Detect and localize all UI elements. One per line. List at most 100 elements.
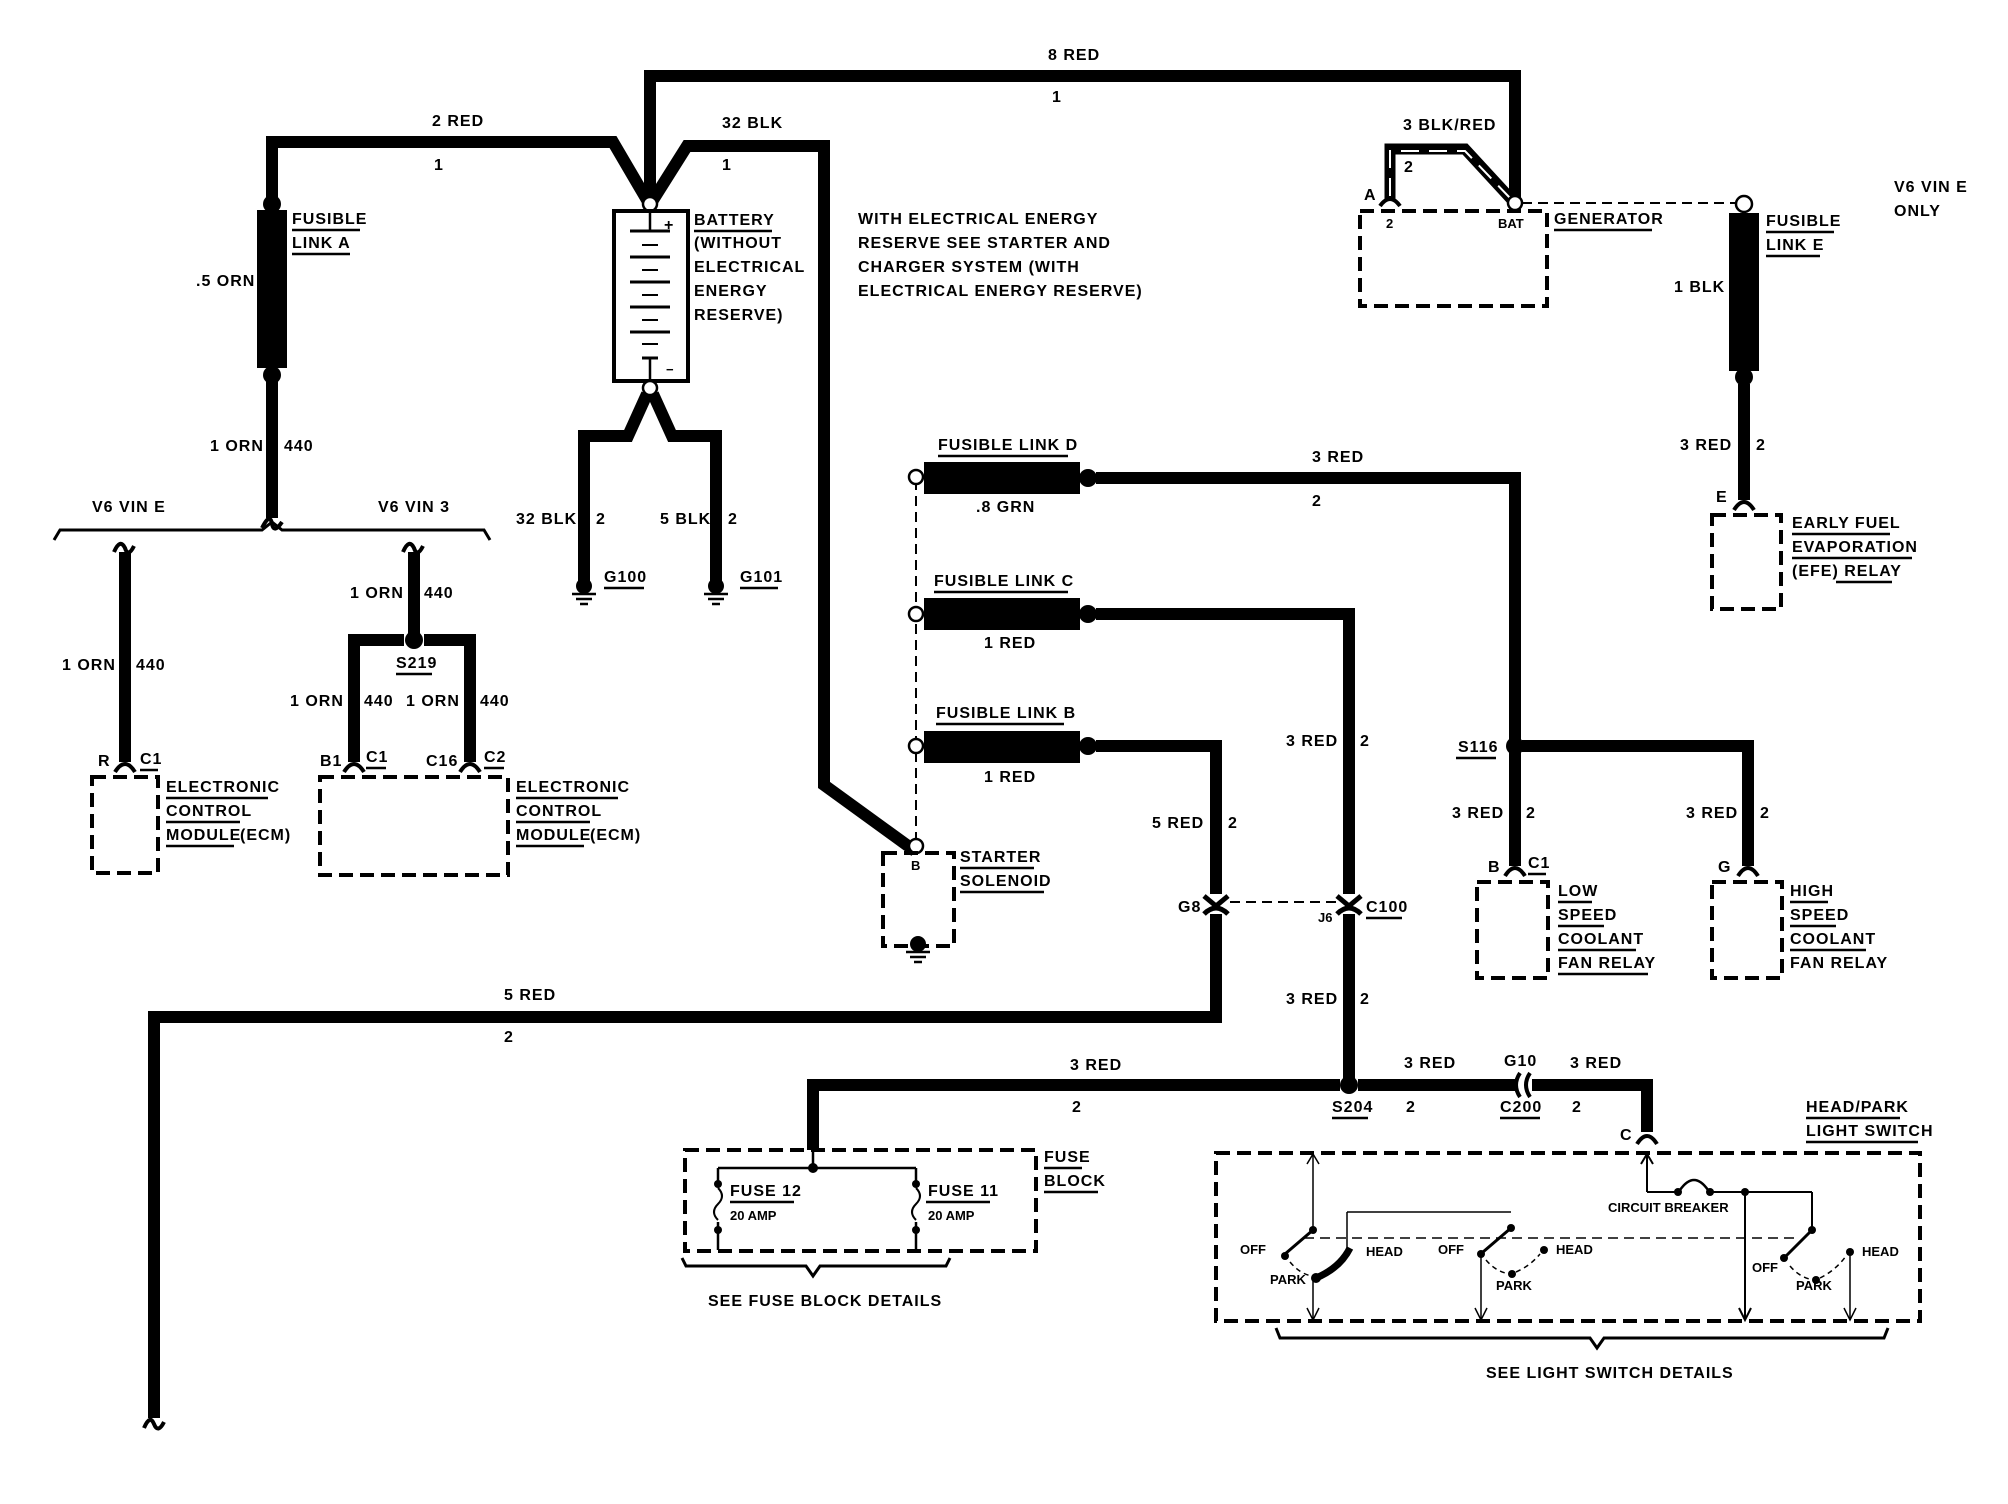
- wire-label-c100-upper: 3 RED: [1286, 733, 1338, 750]
- low-fan-relay-label: LOW SPEED COOLANT FAN RELAY: [1558, 883, 1656, 976]
- fusible-link-e-label-2: LINK E: [1766, 237, 1824, 254]
- wire-circuit-high-fan: 2: [1760, 805, 1770, 822]
- wire-label-g8-upper: 5 RED: [1152, 815, 1204, 832]
- high-fan-relay-pin: G: [1718, 859, 1731, 876]
- wire-circuit-fl-d: 2: [1312, 493, 1322, 510]
- fusible-link-b-label: FUSIBLE LINK B: [936, 705, 1076, 722]
- fuse-block-details-bracket: [680, 1257, 952, 1279]
- high-fan-relay-label-line: HIGH: [1790, 883, 1834, 900]
- ecm-right-connector-1: C1: [366, 749, 388, 766]
- wire-3-blk-red-stripe: [1389, 150, 1511, 199]
- wire-5-blk-g101: [647, 391, 722, 586]
- wire-label-c100-lower: 3 RED: [1286, 991, 1338, 1008]
- ecm-right-label-line: (ECM): [590, 827, 641, 844]
- wire-label-fl-b-1-red: 1 RED: [984, 769, 1036, 786]
- vin-option-bracket: [52, 520, 492, 541]
- battery-label-line: RESERVE): [694, 307, 784, 324]
- fusible-link-c-input: [907, 605, 925, 623]
- wire-label-low-fan: 3 RED: [1452, 805, 1504, 822]
- wire-circuit-g101: 2: [728, 511, 738, 528]
- low-fan-relay-pin: B: [1488, 859, 1501, 876]
- wire-circuit-c100-upper: 2: [1360, 733, 1370, 750]
- wire-label-high-fan: 3 RED: [1686, 805, 1738, 822]
- generator-term-2: 2: [1386, 216, 1393, 231]
- fuse-11-icon: [911, 1180, 921, 1250]
- generator-box: [1358, 209, 1549, 308]
- vin-e-label: V6 VIN E: [92, 499, 166, 516]
- battery-cells-icon: [630, 212, 670, 380]
- ecm-right-label: ELECTRONIC CONTROL MODULE (ECM): [516, 779, 641, 848]
- connector-terminal-icon: [1378, 197, 1402, 208]
- connector-terminal-icon: [113, 762, 137, 774]
- splice-s219-label: S219: [396, 655, 437, 672]
- light-switch-label-1: HEAD/PARK: [1806, 1099, 1909, 1116]
- fuse-12-icon: [713, 1180, 723, 1250]
- fusible-link-a-label-2: LINK A: [292, 235, 351, 252]
- connector-c200-icon: [1514, 1071, 1532, 1099]
- wire-label-efe: 3 RED: [1680, 437, 1732, 454]
- switch-3-head: HEAD: [1862, 1244, 1899, 1259]
- wire-label-2-red: 2 RED: [432, 113, 484, 130]
- wire-label-fl-d-3-red: 3 RED: [1312, 449, 1364, 466]
- ecm-left-label-line: (ECM): [240, 827, 291, 844]
- wire-label-fuse-feed: 3 RED: [1070, 1057, 1122, 1074]
- wire-label-3-blk-red: 3 BLK/RED: [1403, 117, 1496, 134]
- wire-circuit-8-red: 1: [1052, 89, 1062, 106]
- light-switch-internal-circuit: [1281, 1152, 1857, 1323]
- efe-relay-label-line: (EFE) RELAY: [1792, 563, 1902, 580]
- light-switch-pin: C: [1620, 1127, 1633, 1144]
- wire-circuit-2-red: 1: [434, 157, 444, 174]
- generator-label: GENERATOR: [1554, 211, 1664, 228]
- splice-s204-label: S204: [1332, 1099, 1373, 1116]
- wire-high-fan: [1522, 740, 1754, 866]
- wire-circuit-efe: 2: [1756, 437, 1766, 454]
- connector-c100-icon: [1335, 894, 1363, 916]
- splice-s219: [405, 631, 423, 649]
- ecm-left-box: [90, 775, 160, 875]
- connector-terminal-icon: [1732, 500, 1756, 512]
- wire-label-32-blk-g100: 32 BLK: [516, 511, 577, 528]
- fuse-block-bus: [716, 1150, 918, 1182]
- connector-terminal-icon: [342, 762, 366, 774]
- fusible-link-a: [257, 210, 287, 368]
- wire-32-blk-g100: [578, 391, 653, 586]
- wire-circuit-s204-c200: 2: [1406, 1099, 1416, 1116]
- wire-fuse-feed: [807, 1079, 1340, 1150]
- wire-label-1-orn: 1 ORN: [210, 438, 264, 455]
- low-fan-relay-label-line: SPEED: [1558, 907, 1617, 924]
- ecm-left-label-line: CONTROL: [166, 803, 252, 820]
- fuse-block-box: [683, 1148, 1038, 1253]
- wire-label-fl-c-1-red: 1 RED: [984, 635, 1036, 652]
- light-switch-details-bracket: [1274, 1327, 1890, 1351]
- fusible-link-e-top-terminal: [1734, 194, 1754, 214]
- wire-circuit-ecm-b1: 440: [364, 693, 394, 710]
- fuse-block-label-1: FUSE: [1044, 1149, 1091, 1166]
- wire-ecm-b1: [348, 634, 404, 762]
- ecm-left-label-line: ELECTRONIC: [166, 779, 280, 796]
- wire-label-ecm-3: 1 ORN: [350, 585, 404, 602]
- fusible-link-e-label-1: FUSIBLE: [1766, 213, 1841, 230]
- fusible-link-d-label: FUSIBLE LINK D: [938, 437, 1078, 454]
- fusible-link-b-input: [907, 737, 925, 755]
- splice-s116-label: S116: [1458, 739, 1498, 756]
- fusible-link-e-bottom-terminal: [1735, 368, 1753, 386]
- wire-label-5-orn: .5 ORN: [196, 273, 255, 290]
- low-fan-relay-label-line: FAN RELAY: [1558, 955, 1656, 972]
- battery-positive-terminal: [641, 195, 659, 213]
- wire-fl-d-3-red: [1096, 472, 1521, 746]
- starter-solenoid-pin: B: [911, 858, 920, 873]
- fusible-link-c: [924, 598, 1080, 630]
- wire-circuit-ecm-3: 440: [424, 585, 454, 602]
- wire-label-8-grn: .8 GRN: [976, 499, 1035, 516]
- efe-relay-box: [1710, 513, 1783, 611]
- wire-label-ecm-c16: 1 ORN: [406, 693, 460, 710]
- see-light-switch-details: SEE LIGHT SWITCH DETAILS: [1486, 1365, 1734, 1382]
- wire-label-8-red: 8 RED: [1048, 47, 1100, 64]
- fuse-12-rating: 20 AMP: [730, 1208, 777, 1223]
- wire-circuit-c200-switch: 2: [1572, 1099, 1582, 1116]
- wire-fl-c-3-red: [1096, 608, 1355, 894]
- generator-pin-a: A: [1364, 187, 1377, 204]
- wire-ecm-c16: [424, 634, 476, 762]
- fusible-link-e: [1729, 213, 1759, 371]
